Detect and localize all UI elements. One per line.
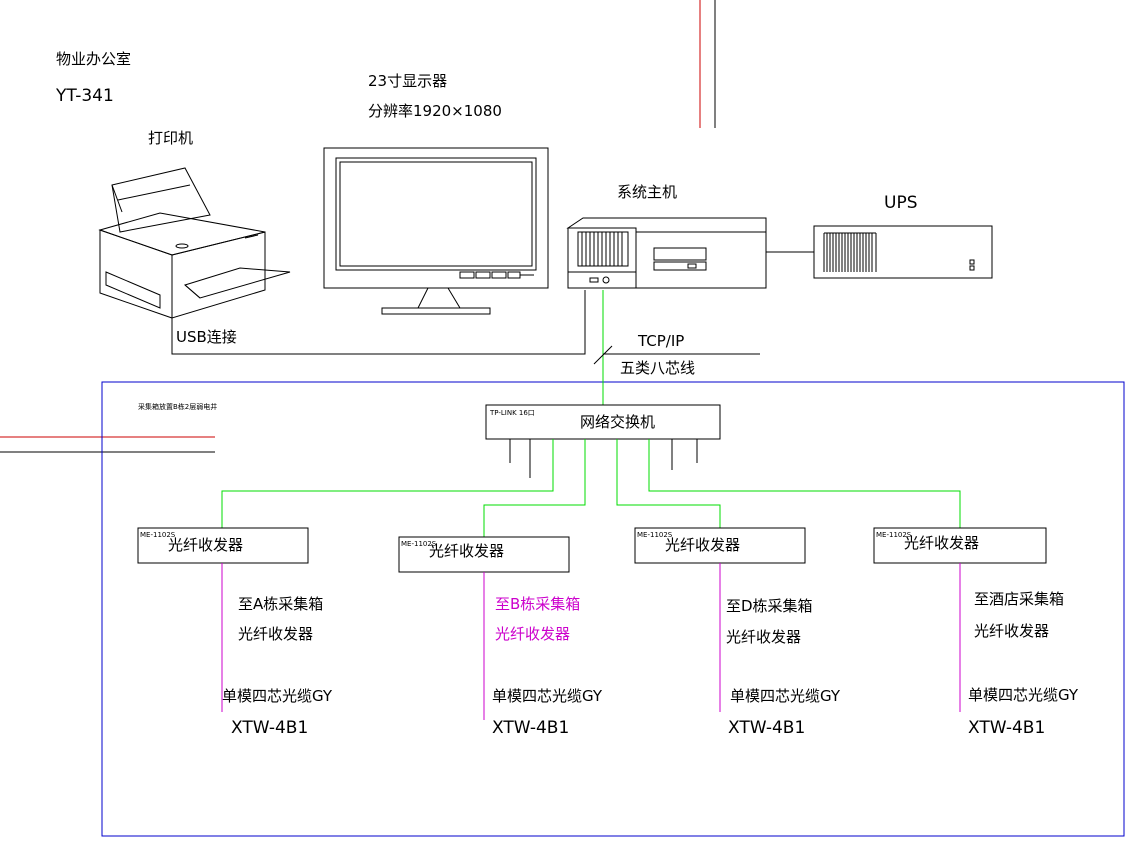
- transceiver-label: 光纤收发器: [168, 536, 243, 554]
- transceiver-label: 光纤收发器: [429, 542, 504, 560]
- ups-label: UPS: [884, 193, 918, 213]
- transceiver-model: ME-1102S: [876, 531, 912, 539]
- cable-type-label: 五类八芯线: [620, 359, 695, 377]
- fiber-destination: 至酒店采集箱: [974, 590, 1064, 608]
- transceiver-a: ME-1102S 光纤收发器 至A栋采集箱 光纤收发器 单模四芯光缆GY XTW…: [137, 527, 333, 738]
- fiber-cable-type: 单模四芯光缆GY: [492, 687, 603, 705]
- fiber-cable-type: 单模四芯光缆GY: [968, 686, 1079, 704]
- switch-model: TP-LINK 16口: [489, 409, 535, 417]
- transceiver-label: 光纤收发器: [665, 536, 740, 554]
- fiber-destination-device: 光纤收发器: [974, 622, 1049, 640]
- monitor-icon: [323, 147, 549, 315]
- transceiver-d: ME-1102S 光纤收发器 至D栋采集箱 光纤收发器 单模四芯光缆GY XTW…: [634, 527, 841, 738]
- switch-label: 网络交换机: [580, 413, 655, 431]
- printer-icon: [98, 167, 291, 319]
- fiber-destination-device: 光纤收发器: [726, 628, 801, 646]
- fiber-cable-type: 单模四芯光缆GY: [730, 687, 841, 705]
- cable-slash: [593, 345, 613, 365]
- fiber-cable-model: XTW-4B1: [492, 718, 569, 738]
- switch-port-stubs: [509, 439, 698, 478]
- transceiver-hotel: ME-1102S 光纤收发器 至酒店采集箱 光纤收发器 单模四芯光缆GY XTW…: [873, 527, 1079, 738]
- cabinet-frame: [101, 381, 1125, 837]
- monitor-resolution: 分辨率1920×1080: [368, 102, 502, 120]
- fiber-cable-model: XTW-4B1: [231, 718, 308, 738]
- fiber-destination-device: 光纤收发器: [238, 625, 313, 643]
- host-icon: [566, 217, 767, 289]
- host-label: 系统主机: [617, 183, 677, 201]
- usb-label: USB连接: [176, 328, 237, 346]
- fiber-destination: 至A栋采集箱: [238, 595, 323, 613]
- office-room: YT-341: [55, 86, 114, 106]
- fiber-destination: 至D栋采集箱: [726, 597, 813, 615]
- office-name: 物业办公室: [56, 50, 131, 68]
- panel-note: 采集箱放置B栋2层弱电井: [138, 402, 217, 411]
- fiber-cable-model: XTW-4B1: [968, 718, 1045, 738]
- ups-icon: [813, 225, 993, 279]
- fiber-destination: 至B栋采集箱: [495, 595, 580, 613]
- transceiver-label: 光纤收发器: [904, 534, 979, 552]
- protocol-label: TCP/IP: [637, 332, 684, 350]
- transceiver-b: ME-1102S 光纤收发器 至B栋采集箱 光纤收发器 单模四芯光缆GY XTW…: [398, 536, 603, 738]
- network-switch: [485, 404, 721, 440]
- transceiver-model: ME-1102S: [140, 531, 176, 539]
- monitor-title: 23寸显示器: [368, 72, 447, 90]
- transceiver-model: ME-1102S: [401, 540, 437, 548]
- fiber-destination-device: 光纤收发器: [495, 625, 570, 643]
- transceiver-model: ME-1102S: [637, 531, 673, 539]
- switch-uplinks: [221, 439, 961, 537]
- usb-cable: [171, 290, 586, 355]
- fiber-cable-model: XTW-4B1: [728, 718, 805, 738]
- printer-label: 打印机: [148, 129, 193, 147]
- fiber-cable-type: 单模四芯光缆GY: [222, 687, 333, 705]
